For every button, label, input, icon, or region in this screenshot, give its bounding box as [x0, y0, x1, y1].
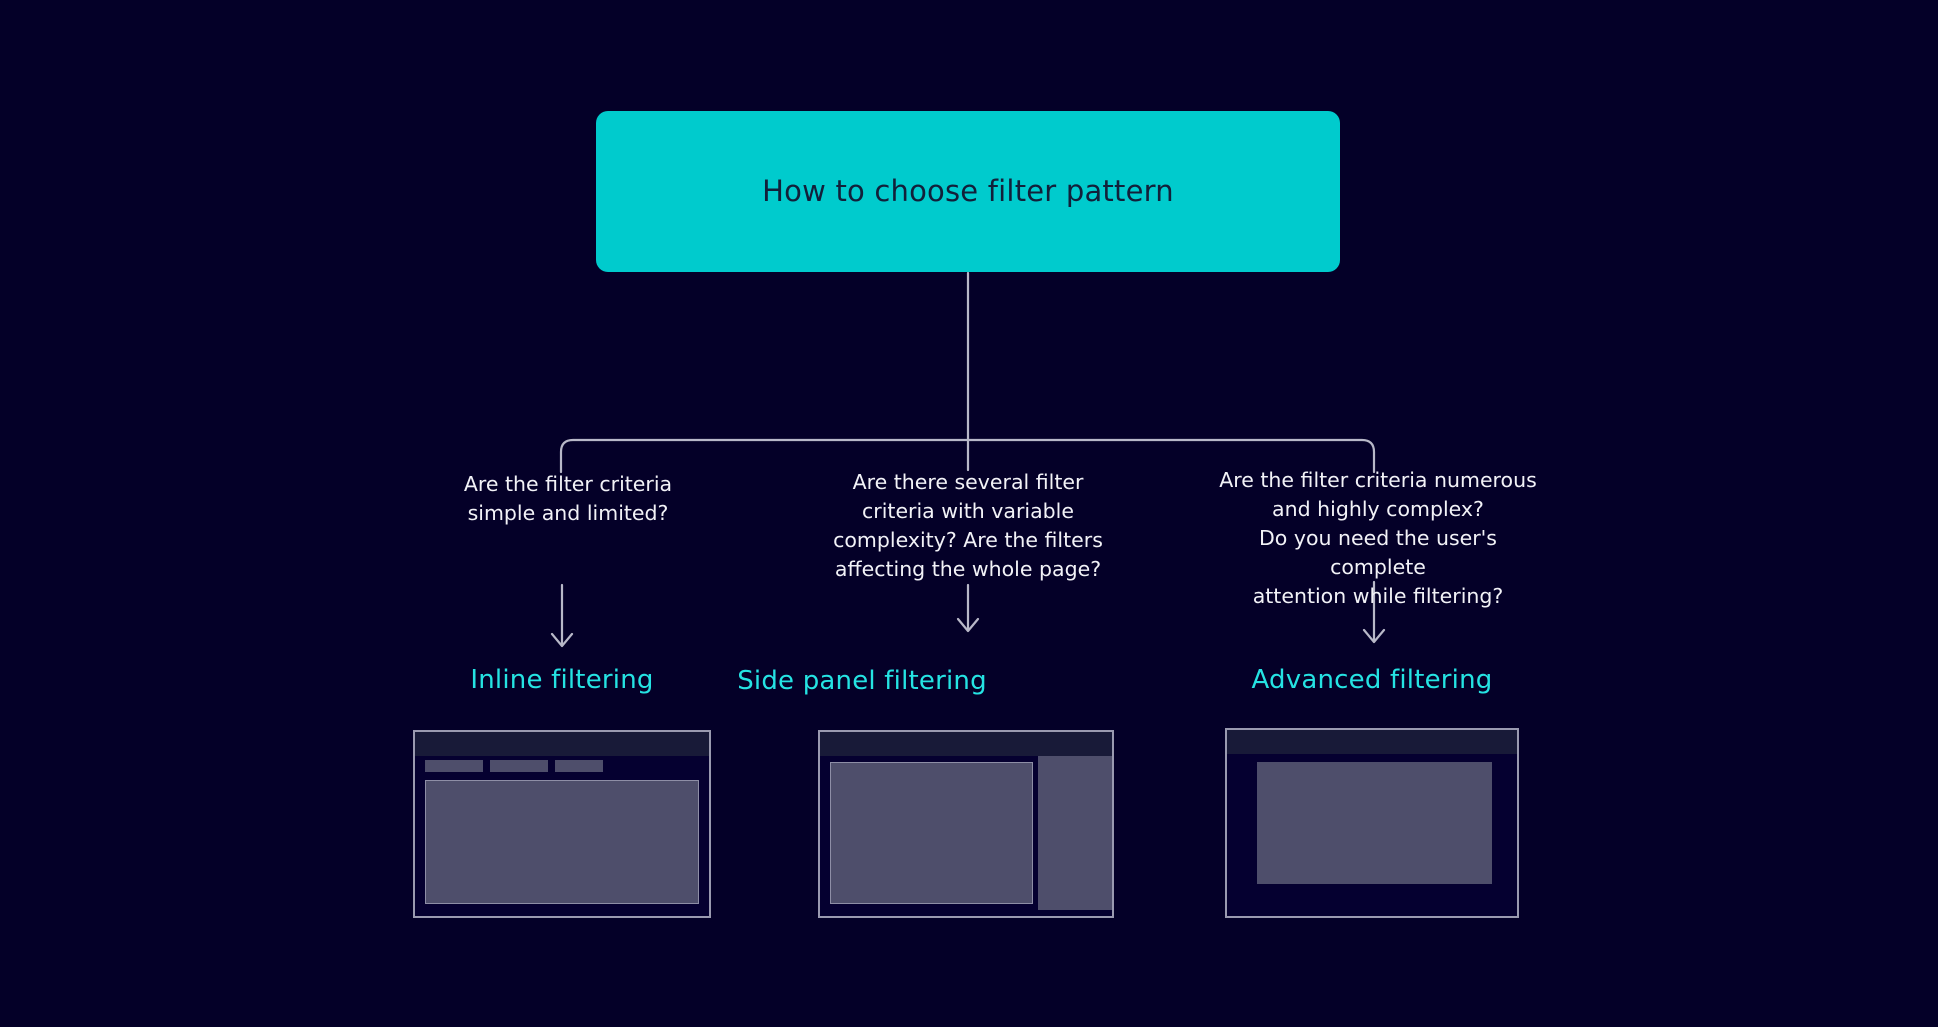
mockup-content-area: [830, 762, 1033, 904]
outcome-label-advanced[interactable]: Advanced filtering: [1251, 665, 1493, 695]
arrow-head-inline: [550, 632, 574, 648]
filter-chip-1[interactable]: [425, 760, 483, 772]
root-node-box[interactable]: How to choose filter pattern: [596, 111, 1340, 272]
mockup-side-panel: [1038, 756, 1112, 910]
mockup-inner-inline: [415, 732, 709, 916]
mockup-modal-dialog: [1257, 762, 1492, 884]
filter-chip-2[interactable]: [490, 760, 548, 772]
question-text-side-panel: Are there several filter criteria with v…: [833, 470, 1103, 582]
arrow-head-sidepanel: [956, 617, 980, 633]
branch-question-advanced: Are the filter criteria numerous and hig…: [1208, 466, 1548, 612]
mockup-header-bar: [820, 732, 1112, 756]
advanced-filtering-mockup[interactable]: [1225, 728, 1519, 918]
filter-chip-3[interactable]: [555, 760, 603, 772]
branch-question-inline: Are the filter criteria simple and limit…: [398, 470, 738, 528]
mockup-inner-advanced: [1227, 730, 1517, 916]
mockup-content-area: [425, 780, 699, 904]
side-panel-filtering-mockup[interactable]: [818, 730, 1114, 918]
question-text-advanced: Are the filter criteria numerous and hig…: [1219, 468, 1537, 609]
mockup-inner-side-panel: [820, 732, 1112, 916]
outcome-label-side-panel[interactable]: Side panel filtering: [737, 666, 987, 696]
arrow-head-advanced: [1362, 628, 1386, 644]
outcome-label-inline[interactable]: Inline filtering: [470, 665, 654, 695]
mockup-header-bar: [1227, 730, 1517, 754]
inline-filtering-mockup[interactable]: [413, 730, 711, 918]
branch-question-side-panel: Are there several filter criteria with v…: [798, 468, 1138, 584]
question-text-inline: Are the filter criteria simple and limit…: [463, 472, 673, 526]
root-node-label: How to choose filter pattern: [762, 174, 1174, 209]
mockup-header-bar: [415, 732, 709, 756]
